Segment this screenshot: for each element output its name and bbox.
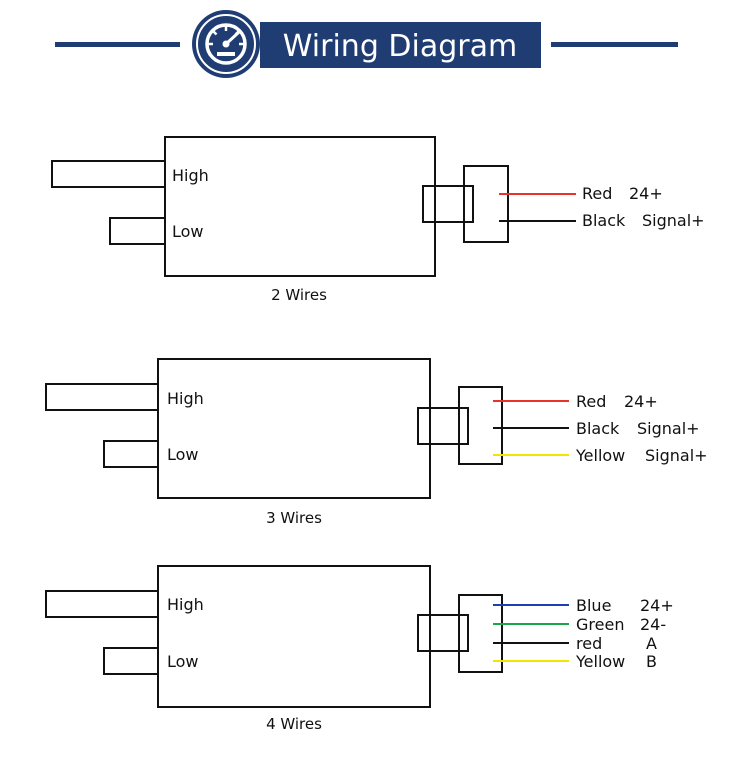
wire-name: Black <box>582 211 626 230</box>
sensor-body <box>157 358 431 499</box>
diagram-4-labels: High Low 4 Wires Blue 24+ Green 24- red … <box>167 595 674 733</box>
port-label-high: High <box>172 166 209 185</box>
port-label-low: Low <box>172 222 204 241</box>
wire-function: 24+ <box>629 184 663 203</box>
page-title: Wiring Diagram <box>283 29 517 64</box>
wire-function: 24+ <box>640 596 674 615</box>
high-pressure-port <box>51 160 166 188</box>
wire-function: 24- <box>640 615 666 634</box>
wire-name: Blue <box>576 596 611 615</box>
header: Wiring Diagram <box>55 10 678 78</box>
wire-name: Green <box>576 615 624 634</box>
connector-plug <box>422 185 474 223</box>
diagram-caption: 3 Wires <box>266 509 322 527</box>
connector-plug <box>417 614 469 652</box>
diagram-caption: 4 Wires <box>266 715 322 733</box>
connector-housing <box>463 165 509 243</box>
diagram-2-labels: High Low 2 Wires Red 24+ Black Signal+ <box>172 166 705 304</box>
wire-function: Signal+ <box>642 211 705 230</box>
wire-name: Red <box>582 184 612 203</box>
port-label-low: Low <box>167 652 199 671</box>
connector-housing <box>458 386 503 465</box>
port-label-low: Low <box>167 445 199 464</box>
diagram-2-wires <box>51 136 509 277</box>
wire-name: red <box>576 634 602 653</box>
wire-function: Signal+ <box>637 419 700 438</box>
header-rule-right <box>551 42 678 47</box>
diagram-3-wires <box>45 358 503 499</box>
wire-function: Signal+ <box>645 446 708 465</box>
wire-name: Black <box>576 419 620 438</box>
port-label-high: High <box>167 595 204 614</box>
title-banner <box>260 22 541 68</box>
port-label-high: High <box>167 389 204 408</box>
sensor-body <box>157 565 431 708</box>
low-pressure-port <box>109 217 166 245</box>
wire-name: Yellow <box>575 446 625 465</box>
high-pressure-port <box>45 383 159 411</box>
wire-function: A <box>646 634 657 653</box>
sensor-body <box>164 136 436 277</box>
connector-housing <box>458 594 503 673</box>
wire-function: 24+ <box>624 392 658 411</box>
diagram-4-wires <box>45 565 503 708</box>
diagram-3-labels: High Low 3 Wires Red 24+ Black Signal+ Y… <box>167 389 708 527</box>
diagram-caption: 2 Wires <box>271 286 327 304</box>
wire-name: Yellow <box>575 652 625 671</box>
speedometer-icon <box>192 10 260 78</box>
wire-function: B <box>646 652 657 671</box>
connector-plug <box>417 407 469 445</box>
low-pressure-port <box>103 440 159 468</box>
header-rule-left <box>55 42 180 47</box>
low-pressure-port <box>103 647 159 675</box>
high-pressure-port <box>45 590 159 618</box>
wire-name: Red <box>576 392 606 411</box>
